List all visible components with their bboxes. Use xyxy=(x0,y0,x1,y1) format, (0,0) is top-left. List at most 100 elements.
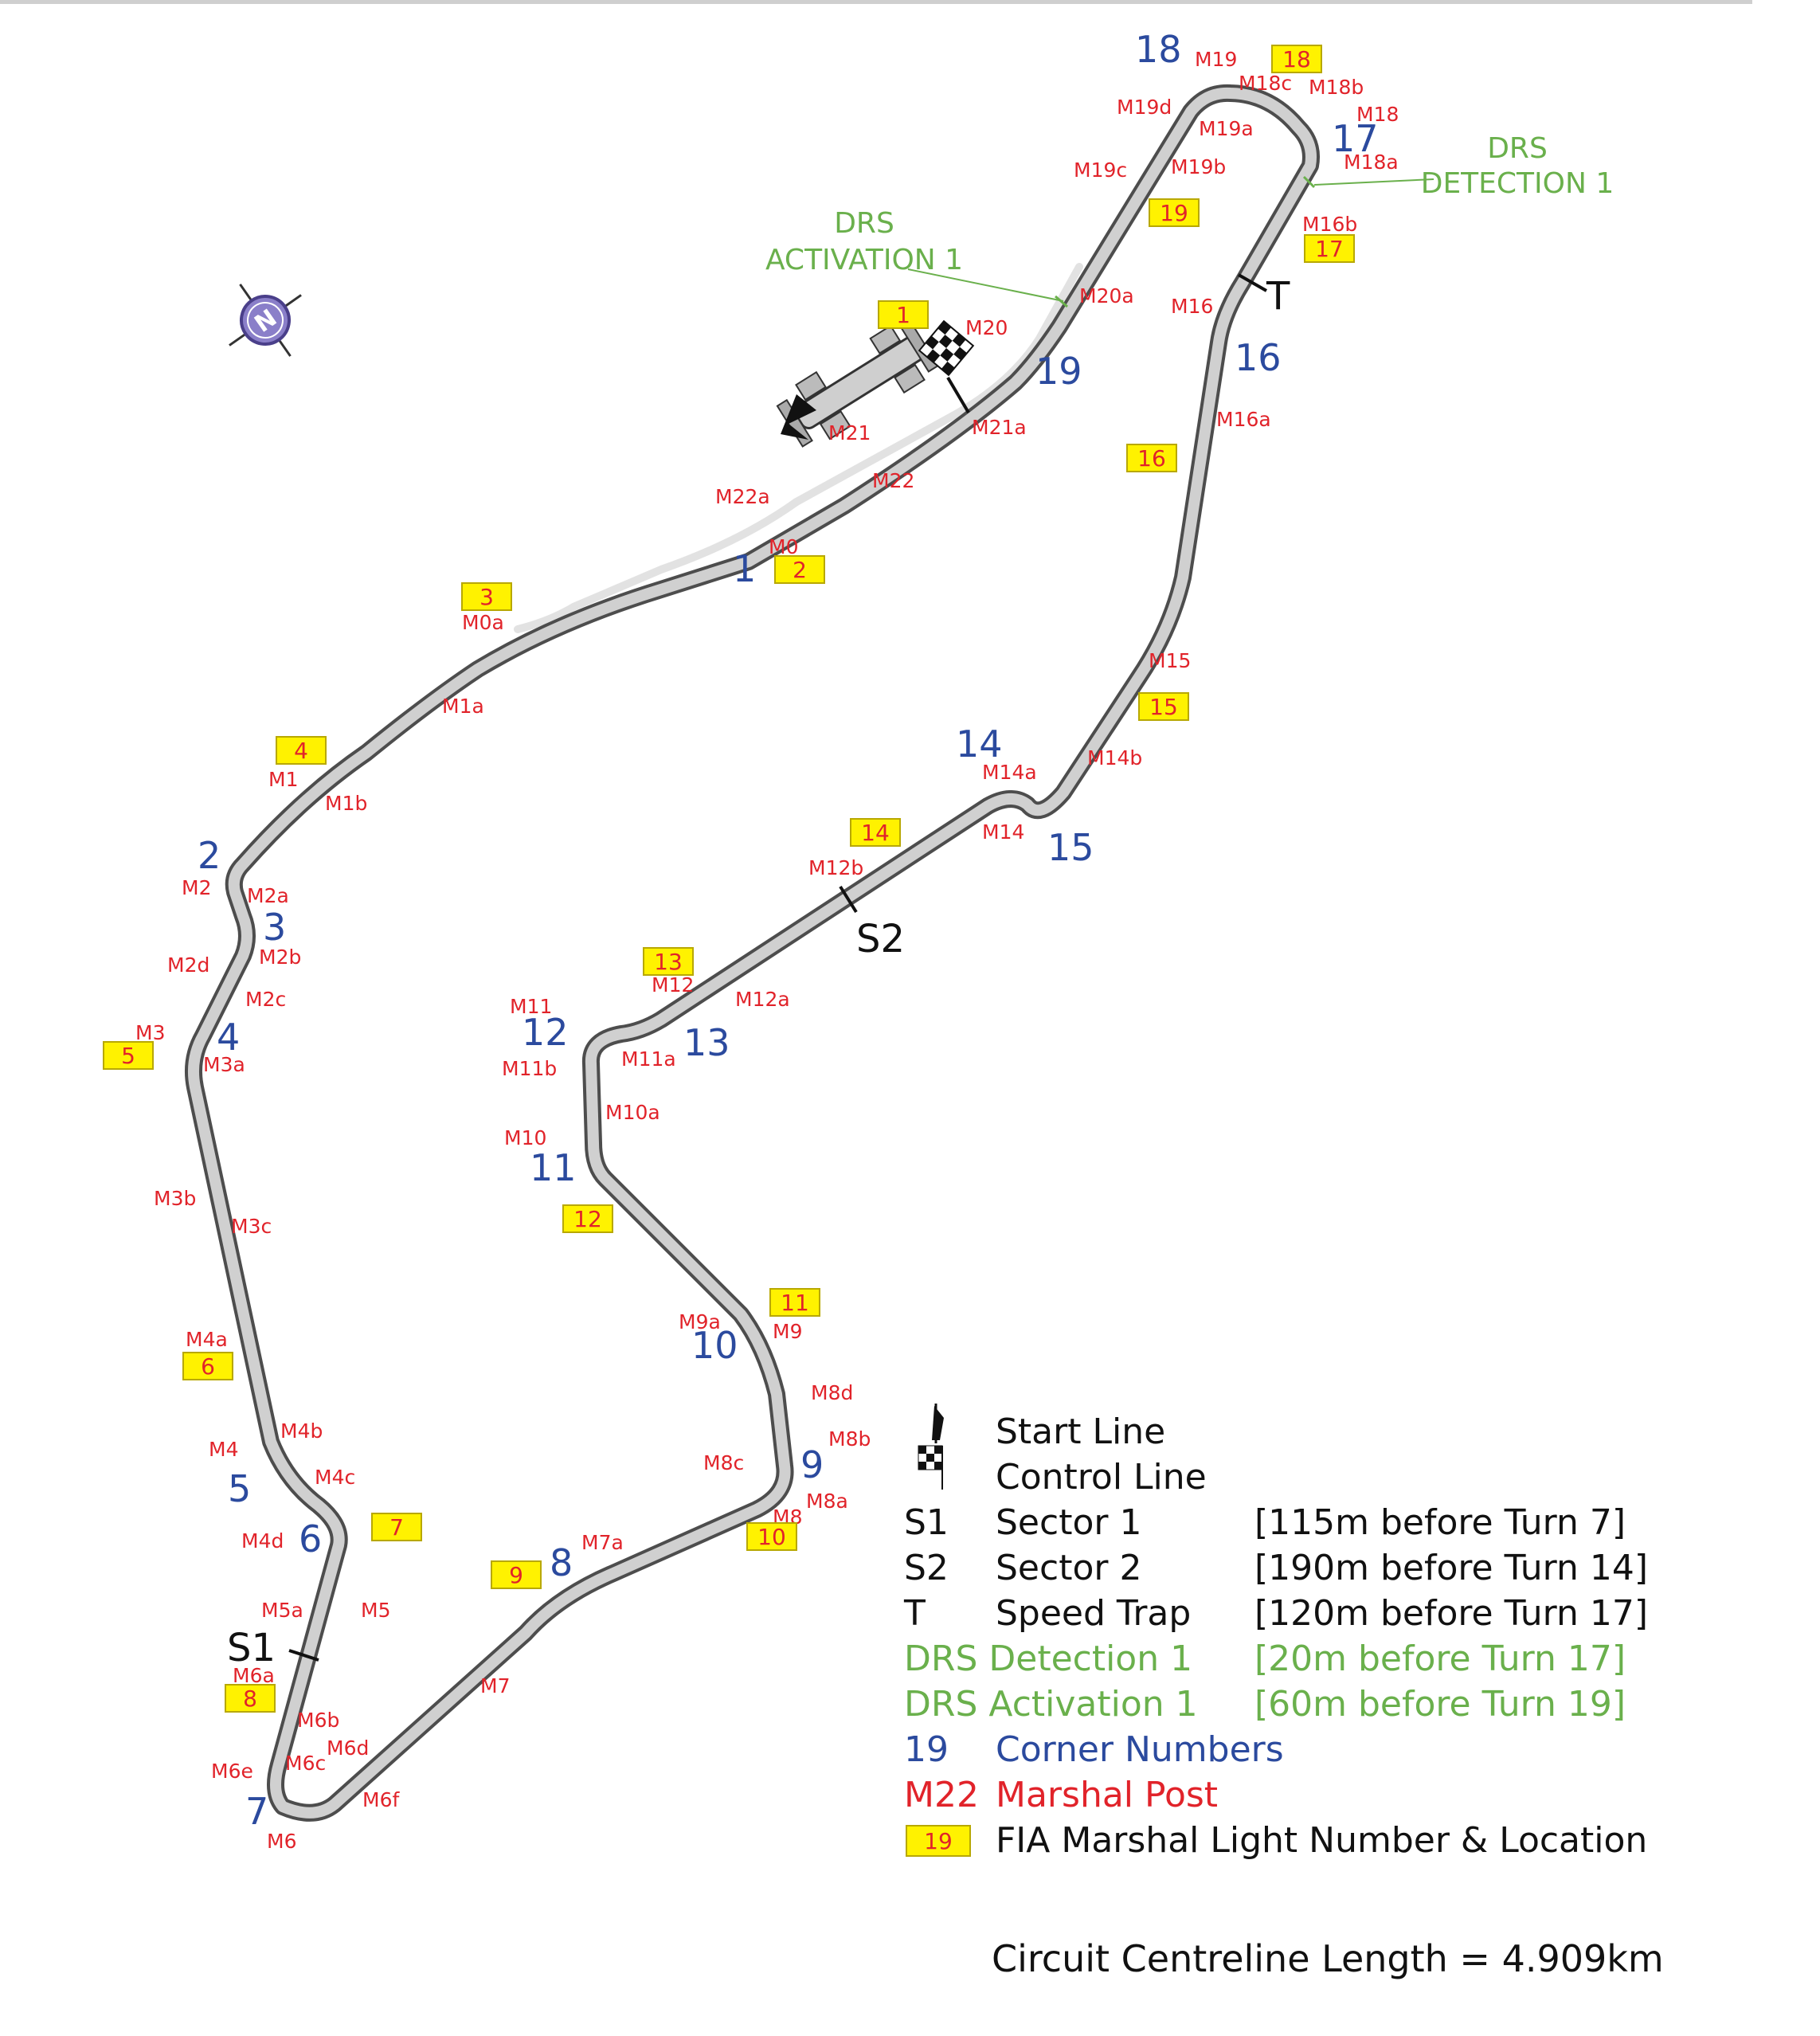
marshal-light: 4 xyxy=(276,736,327,765)
marshal-light: 6 xyxy=(182,1352,233,1380)
marshal-post: M12 xyxy=(652,973,694,996)
marshal-light: 17 xyxy=(1304,234,1355,263)
marshal-light: 19 xyxy=(1149,198,1200,227)
marshal-post: M22a xyxy=(715,485,770,508)
marshal-lights: 1 2 3 4 5 6 7 8 9 10 11 12 13 14 15 16 1… xyxy=(103,45,1355,1713)
marshal-post: M18c xyxy=(1239,72,1292,95)
marshal-post: M16a xyxy=(1216,408,1271,431)
corner-14: 14 xyxy=(956,722,1003,765)
marshal-post: M2a xyxy=(247,884,289,907)
chequered-flag-icon xyxy=(918,319,975,377)
marshal-light: 15 xyxy=(1138,692,1189,721)
marshal-post: M3b xyxy=(154,1187,196,1210)
marshal-post: M2c xyxy=(245,988,286,1011)
svg-text:3: 3 xyxy=(479,584,494,610)
legend-key: S1 xyxy=(904,1502,949,1543)
legend-label: Control Line xyxy=(996,1457,1207,1498)
marshal-post: M19 xyxy=(1195,48,1237,71)
marshal-light: 5 xyxy=(103,1041,154,1070)
marshal-post: M1a xyxy=(442,695,484,718)
svg-text:4: 4 xyxy=(294,738,308,764)
corner-19: 19 xyxy=(1035,350,1082,393)
svg-text:9: 9 xyxy=(509,1562,523,1588)
drs-activation-label: DRS xyxy=(834,207,894,240)
svg-text:7: 7 xyxy=(389,1514,404,1541)
marshal-posts: M0 M0a M1 M1a M1b M2 M2a M2b M2c M2d M3 … xyxy=(135,48,1399,1853)
marshal-post: M7a xyxy=(581,1531,624,1554)
corner-2: 2 xyxy=(198,834,221,877)
drs-detection-label: DETECTION 1 xyxy=(1421,167,1615,200)
marshal-post: M8d xyxy=(811,1381,853,1404)
corner-16: 16 xyxy=(1235,336,1282,379)
marshal-post: M4 xyxy=(209,1438,238,1461)
corner-15: 15 xyxy=(1047,826,1094,869)
marshal-post: M6 xyxy=(267,1830,296,1853)
marshal-light: 18 xyxy=(1271,45,1322,73)
legend-label: FIA Marshal Light Number & Location xyxy=(996,1820,1647,1861)
marshal-post: M21a xyxy=(972,416,1027,439)
marshal-post: M1 xyxy=(268,768,298,791)
legend-label: Sector 1 xyxy=(996,1502,1141,1543)
sector-2-marker: S2 xyxy=(856,917,905,961)
legend-key: 19 xyxy=(924,1828,953,1854)
legend-key: 19 xyxy=(904,1729,949,1770)
marshal-light: 7 xyxy=(371,1513,422,1541)
marshal-post: M6c xyxy=(285,1752,326,1775)
marshal-post: M3 xyxy=(135,1021,165,1044)
marshal-post: M5a xyxy=(261,1599,303,1622)
marshal-post: M18a xyxy=(1344,151,1399,174)
marshal-post: M15 xyxy=(1149,649,1191,672)
legend-label: Start Line xyxy=(996,1411,1165,1452)
marshal-post: M0 xyxy=(769,535,798,558)
marshal-post: M10 xyxy=(504,1126,546,1149)
corner-9: 9 xyxy=(800,1443,824,1486)
corner-4: 4 xyxy=(217,1016,240,1059)
marshal-light: 3 xyxy=(461,582,512,611)
corner-1: 1 xyxy=(733,547,756,590)
pit-lane xyxy=(514,263,1083,633)
marshal-light: 10 xyxy=(746,1522,797,1551)
legend-note: [190m before Turn 14] xyxy=(1254,1548,1648,1588)
legend-note: [120m before Turn 17] xyxy=(1254,1593,1648,1634)
marshal-post: M4d xyxy=(241,1529,284,1552)
speed-trap-marker: T xyxy=(1266,274,1290,319)
marshal-post: M19b xyxy=(1171,155,1226,178)
circuit-length: Circuit Centreline Length = 4.909km xyxy=(992,1937,1664,1980)
svg-text:10: 10 xyxy=(757,1524,786,1550)
chequered-flag-icon xyxy=(918,1445,943,1490)
marshal-post: M16 xyxy=(1171,295,1213,318)
marshal-light: 13 xyxy=(643,947,694,976)
legend-label: Speed Trap xyxy=(996,1593,1191,1634)
marshal-post: M20 xyxy=(965,316,1008,339)
marshal-post: M5 xyxy=(361,1599,390,1622)
marshal-post: M21 xyxy=(828,421,871,444)
marshal-post: M12b xyxy=(808,856,863,879)
marshal-light: 16 xyxy=(1126,444,1177,472)
drs-activation-label: ACTIVATION 1 xyxy=(765,244,963,276)
marshal-post: M6d xyxy=(327,1736,369,1760)
marshal-post: M9 xyxy=(773,1320,802,1343)
marshal-light: 14 xyxy=(850,818,901,847)
legend-label: Corner Numbers xyxy=(996,1729,1284,1770)
start-line-icon xyxy=(781,394,816,440)
marshal-post: M11 xyxy=(510,995,552,1018)
marshal-post: M14a xyxy=(982,761,1037,784)
drs-detection-label: DRS xyxy=(1487,132,1548,165)
marshal-light: 11 xyxy=(769,1288,820,1317)
corner-5: 5 xyxy=(228,1467,251,1510)
legend-key: DRS Activation 1 xyxy=(904,1684,1198,1725)
marshal-post: M4c xyxy=(315,1466,355,1489)
marshal-post: M19a xyxy=(1199,117,1254,140)
marshal-post: M6b xyxy=(297,1709,339,1732)
marshal-post: M2 xyxy=(182,876,211,899)
marshal-post: M3a xyxy=(203,1053,245,1076)
marshal-post: M22 xyxy=(872,469,914,492)
marshal-post: M18 xyxy=(1356,103,1399,126)
marshal-post: M6a xyxy=(233,1664,275,1687)
corner-7: 7 xyxy=(245,1790,268,1833)
legend-note: [60m before Turn 19] xyxy=(1254,1684,1626,1725)
marshal-post: M18b xyxy=(1309,76,1364,99)
marshal-post: M10a xyxy=(605,1101,660,1124)
marshal-light: 2 xyxy=(774,555,825,584)
